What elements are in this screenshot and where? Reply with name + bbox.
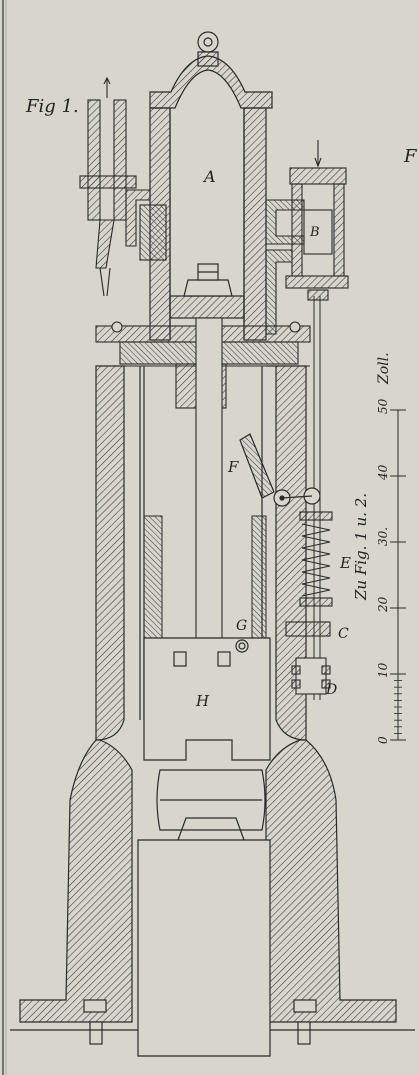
anvil-die	[156, 769, 266, 831]
scale-unit: Zoll.	[376, 352, 392, 385]
piston	[169, 263, 245, 319]
scale-tick-label: 50	[376, 398, 390, 414]
part-label-c: C	[338, 626, 349, 642]
scale-tick-label: 0	[376, 736, 390, 744]
exhaust-pipe	[79, 76, 167, 297]
frame-columns	[95, 365, 307, 741]
trip-lever	[239, 433, 321, 507]
scale-tick-label: 10	[376, 662, 390, 678]
spring	[299, 511, 333, 607]
scale-tick-label: 30.	[376, 527, 390, 546]
scale-tick-label: 20	[376, 596, 390, 613]
part-label-e: E	[339, 554, 351, 572]
scale-tick-labels: 0 10 20 30. 40 50	[376, 398, 390, 744]
part-label-g: G	[236, 618, 247, 634]
scale-bar	[397, 410, 399, 740]
scale-tick-label: 40	[376, 464, 390, 481]
figure-label: Fig 1.	[25, 96, 79, 117]
part-label-h: H	[195, 692, 210, 710]
ram	[143, 637, 271, 761]
base-pedestal	[10, 739, 415, 1057]
edge-letter: F	[403, 146, 418, 167]
part-label-f: F	[227, 458, 239, 476]
valve-chest	[265, 140, 349, 335]
part-label-b: B	[309, 225, 320, 240]
collar-and-clamp	[285, 621, 331, 695]
part-label-a: A	[202, 167, 216, 186]
scale-caption: Zu Fig. 1 u. 2.	[352, 493, 370, 601]
part-label-d: D	[325, 682, 337, 698]
piston-rod	[195, 317, 223, 639]
